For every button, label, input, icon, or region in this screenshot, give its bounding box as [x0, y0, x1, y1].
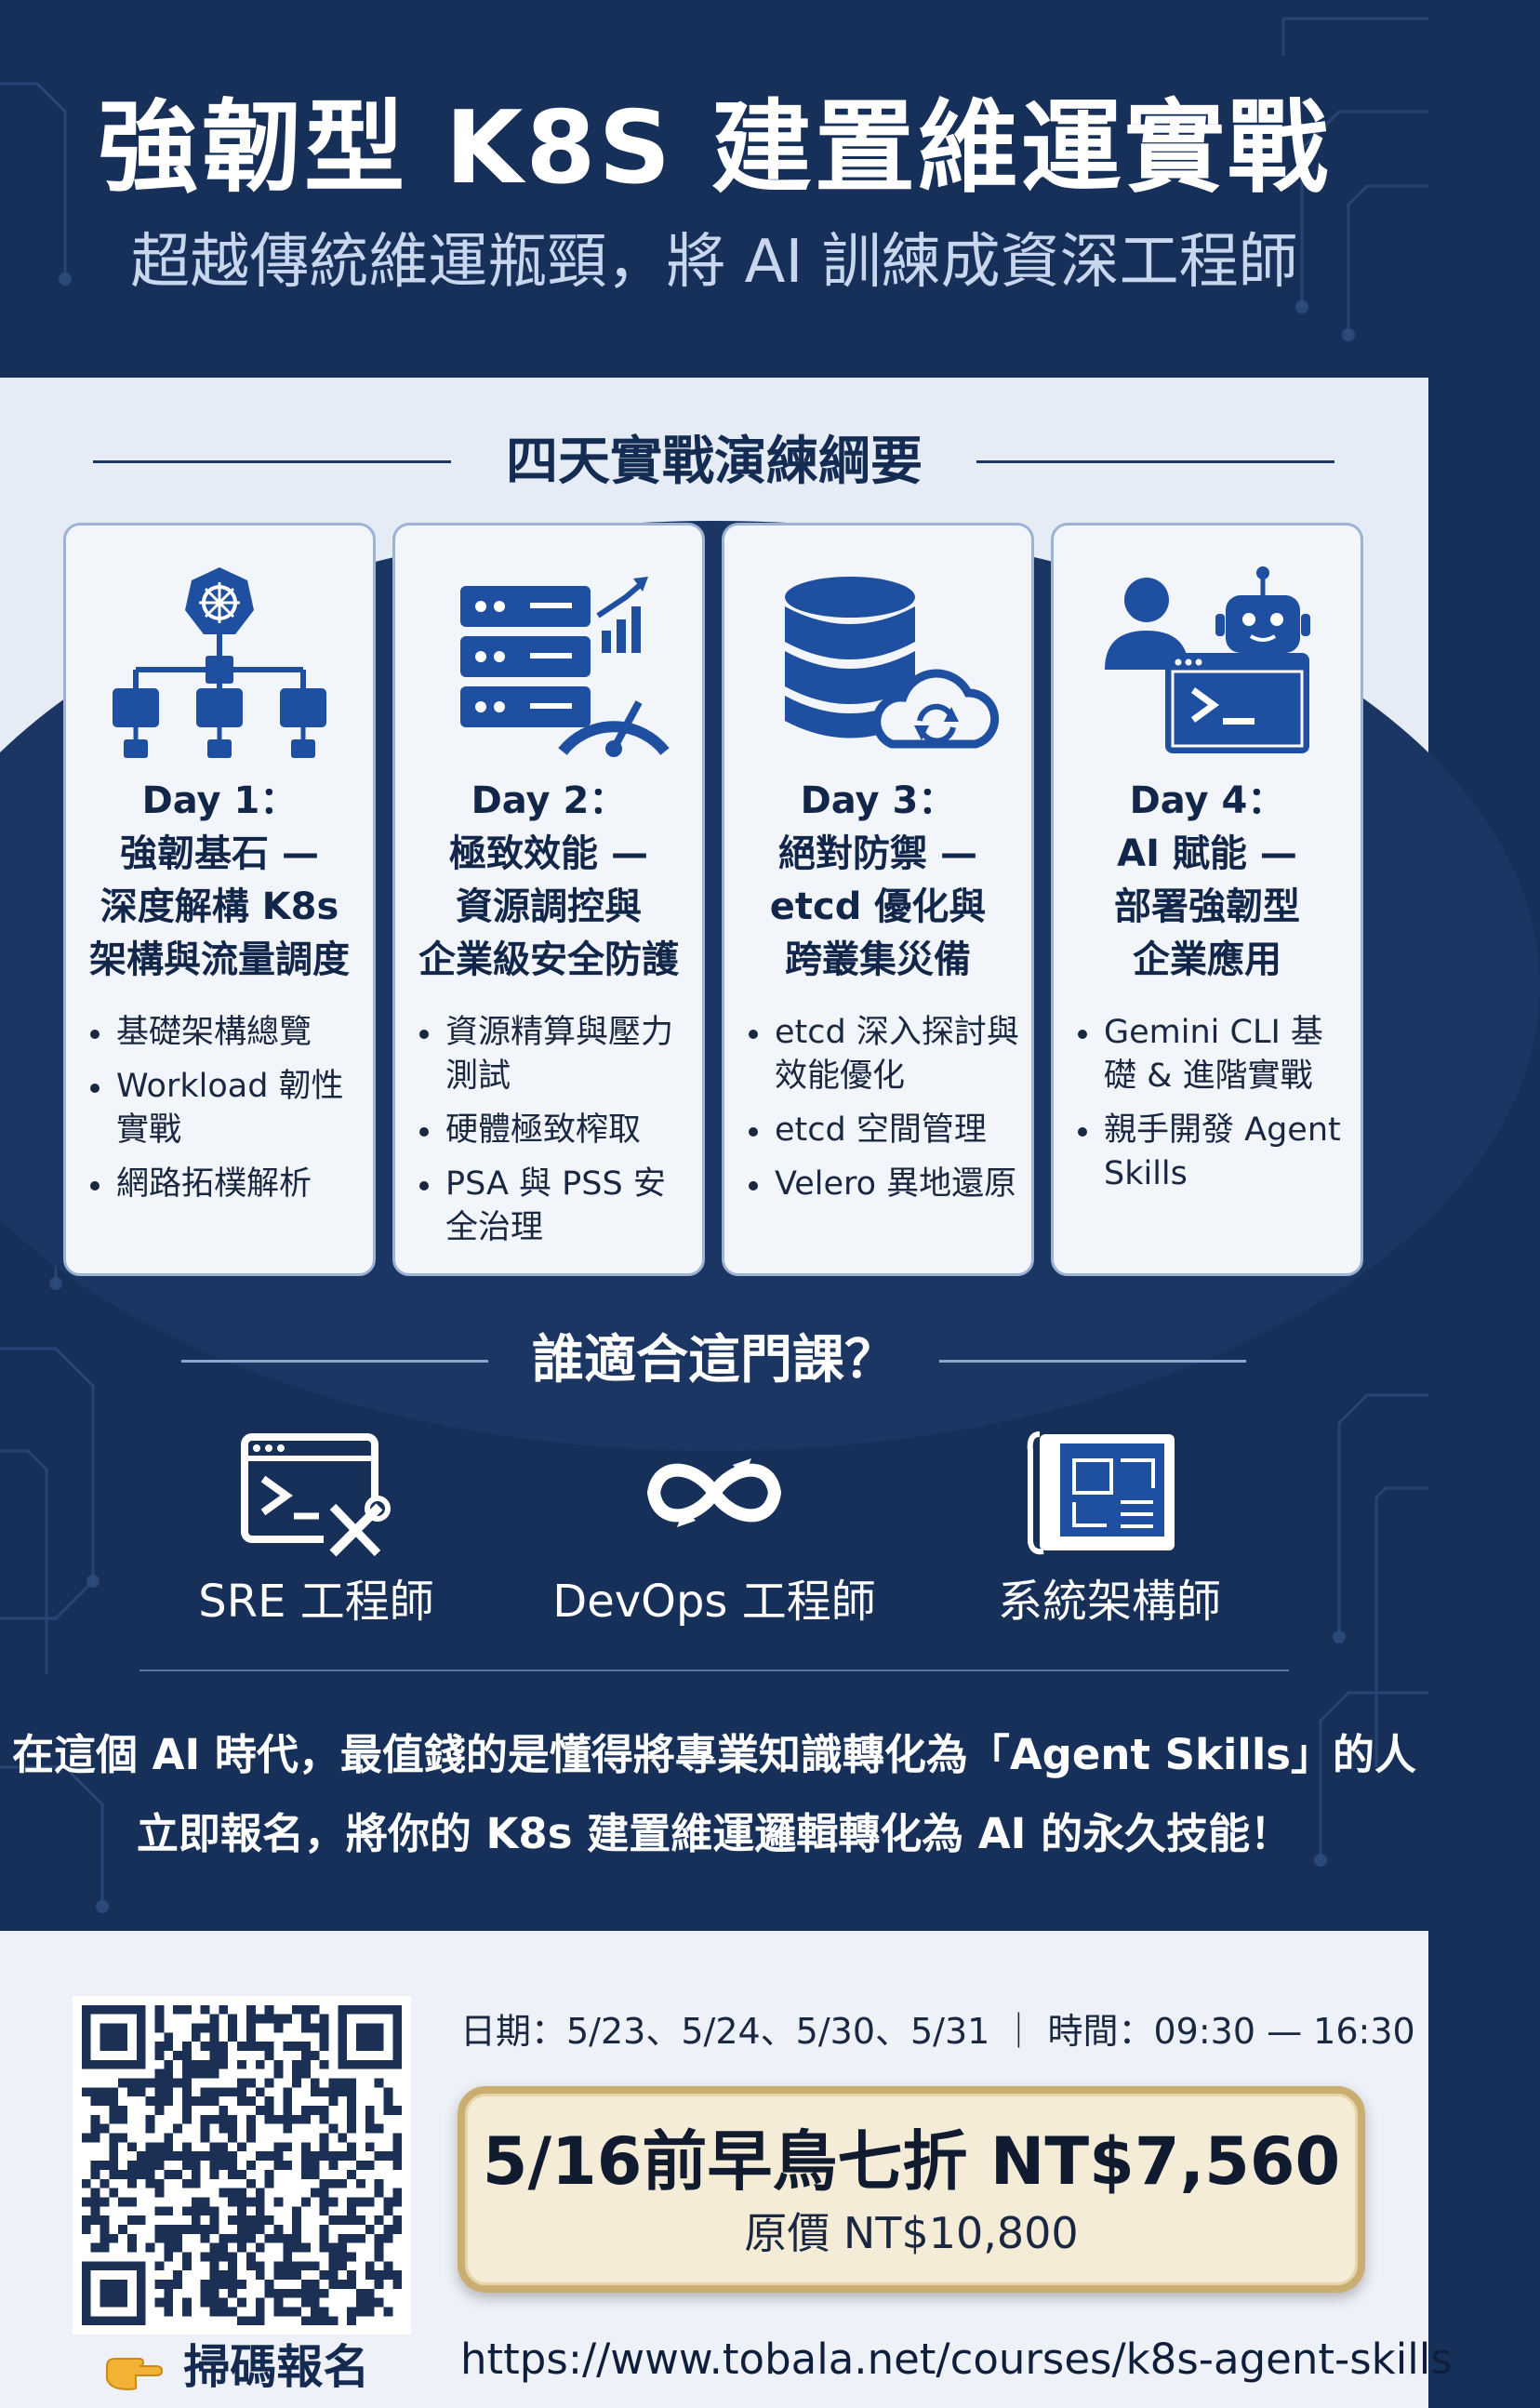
day-topic-line: 資源調控與: [456, 885, 642, 928]
bullet-item: 親手開發 Agent Skills: [1072, 1109, 1351, 1196]
day-theme: 強韌基石 —: [120, 832, 319, 875]
day-card-title: Day 1： 強韌基石 — 深度解構 K8s 架構與流量調度: [70, 775, 369, 987]
day-topic-line: 深度解構 K8s: [100, 885, 339, 928]
tagline-line-2: 立即報名，將你的 K8s 建置維運邏輯轉化為 AI 的永久技能！: [136, 1809, 1293, 1858]
qr-code[interactable]: [73, 1996, 411, 2335]
pointing-hand-icon: [106, 2357, 164, 2390]
day-card-title: Day 4： AI 賦能 — 部署強韌型 企業應用: [1057, 775, 1357, 987]
blueprint-icon: [1027, 1431, 1175, 1555]
outline-heading-rule-right: [976, 460, 1334, 463]
day-theme: 極致效能 —: [449, 832, 648, 875]
server-performance-icon: [460, 577, 670, 757]
infinity-loop-icon: [646, 1458, 782, 1527]
outline-heading-rule-left: [93, 460, 451, 463]
day-bullet-list: 資源精算與壓力測試 硬體極致榨取 PSA 與 PSS 安全治理: [414, 1011, 693, 1260]
bullet-item: Velero 異地還原: [743, 1163, 1022, 1206]
bullet-item: 網路拓樸解析: [85, 1163, 364, 1206]
day-card-4: Day 4： AI 賦能 — 部署強韌型 企業應用 Gemini CLI 基礎 …: [1051, 523, 1363, 1276]
outline-heading: 四天實戰演練綱要: [506, 432, 923, 492]
bullet-item: etcd 空間管理: [743, 1109, 1022, 1152]
schedule-line: 日期：5/23、5/24、5/30、5/31 ｜ 時間：09:30 — 16:3…: [460, 2011, 1415, 2052]
bullet-item: 基礎架構總覽: [85, 1011, 364, 1055]
day-bullet-list: etcd 深入探討與效能優化 etcd 空間管理 Velero 異地還原: [743, 1011, 1022, 1217]
kubernetes-hierarchy-icon: [113, 567, 326, 758]
day-card-2: Day 2： 極致效能 — 資源調控與 企業級安全防護 資源精算與壓力測試 硬體…: [392, 523, 705, 1276]
day-card-title: Day 2： 極致效能 — 資源調控與 企業級安全防護: [399, 775, 698, 987]
bullet-item: etcd 深入探討與效能優化: [743, 1011, 1022, 1098]
day-label: Day 1：: [141, 779, 298, 822]
bullet-item: Gemini CLI 基礎 & 進階實戰: [1072, 1011, 1351, 1098]
audience-role-label: 系統架構師: [997, 1576, 1221, 1628]
day-topic-line: etcd 優化與: [769, 885, 987, 928]
page-subtitle: 超越傳統維運瓶頸，將 AI 訓練成資深工程師: [130, 228, 1298, 297]
course-link[interactable]: https://www.tobala.net/courses/k8s-agent…: [460, 2335, 1453, 2384]
scan-to-register-label: 掃碼報名: [183, 2340, 370, 2394]
database-cloud-sync-icon: [785, 577, 1000, 749]
day-theme: 絕對防禦 —: [778, 832, 977, 875]
bullet-item: 資源精算與壓力測試: [414, 1011, 693, 1098]
day-label: Day 2：: [471, 779, 627, 822]
original-price: 原價 NT$10,800: [744, 2208, 1079, 2258]
day-card-1: Day 1： 強韌基石 — 深度解構 K8s 架構與流量調度 基礎架構總覽 Wo…: [63, 523, 376, 1276]
day-topic-line: 部署強韌型: [1114, 885, 1300, 928]
section-divider: [139, 1670, 1289, 1671]
tagline-line-1: 在這個 AI 時代，最值錢的是懂得將專業知識轉化為「Agent Skills」的…: [11, 1730, 1417, 1779]
day-card-3: Day 3： 絕對防禦 — etcd 優化與 跨叢集災備 etcd 深入探討與效…: [722, 523, 1034, 1276]
bullet-item: PSA 與 PSS 安全治理: [414, 1163, 693, 1250]
day-label: Day 3：: [800, 779, 956, 822]
audience-heading: 誰適合這門課？: [532, 1330, 896, 1390]
audience-role-label: SRE 工程師: [198, 1576, 434, 1628]
page-title: 強韌型 K8S 建置維運實戰: [98, 90, 1331, 206]
audience-heading-rule-right: [939, 1360, 1246, 1363]
audience-heading-rule-left: [181, 1360, 488, 1363]
bullet-item: 硬體極致榨取: [414, 1109, 693, 1152]
audience-role-label: DevOps 工程師: [552, 1576, 876, 1628]
price-banner: 5/16前早鳥七折 NT$7,560 原價 NT$10,800: [458, 2086, 1365, 2293]
day-theme: AI 賦能 —: [1117, 832, 1297, 875]
bullet-item: Workload 韌性實戰: [85, 1065, 364, 1152]
terminal-tools-icon: [241, 1433, 391, 1561]
day-topic-line: 跨叢集災備: [785, 938, 971, 981]
early-bird-price: 5/16前早鳥七折 NT$7,560: [482, 2123, 1341, 2200]
day-topic-line: 企業應用: [1133, 938, 1281, 981]
day-label: Day 4：: [1129, 779, 1285, 822]
day-card-title: Day 3： 絕對防禦 — etcd 優化與 跨叢集災備: [728, 775, 1028, 987]
ai-robot-terminal-icon: [1105, 566, 1310, 753]
day-topic-line: 架構與流量調度: [89, 938, 350, 981]
day-topic-line: 企業級安全防護: [418, 938, 679, 981]
day-bullet-list: Gemini CLI 基礎 & 進階實戰 親手開發 Agent Skills: [1072, 1011, 1351, 1206]
scan-to-register: 掃碼報名: [102, 2335, 400, 2400]
day-bullet-list: 基礎架構總覽 Workload 韌性實戰 網路拓樸解析: [85, 1011, 364, 1217]
poster: 強韌型 K8S 建置維運實戰 超越傳統維運瓶頸，將 AI 訓練成資深工程師 四天…: [0, 17, 1453, 2408]
